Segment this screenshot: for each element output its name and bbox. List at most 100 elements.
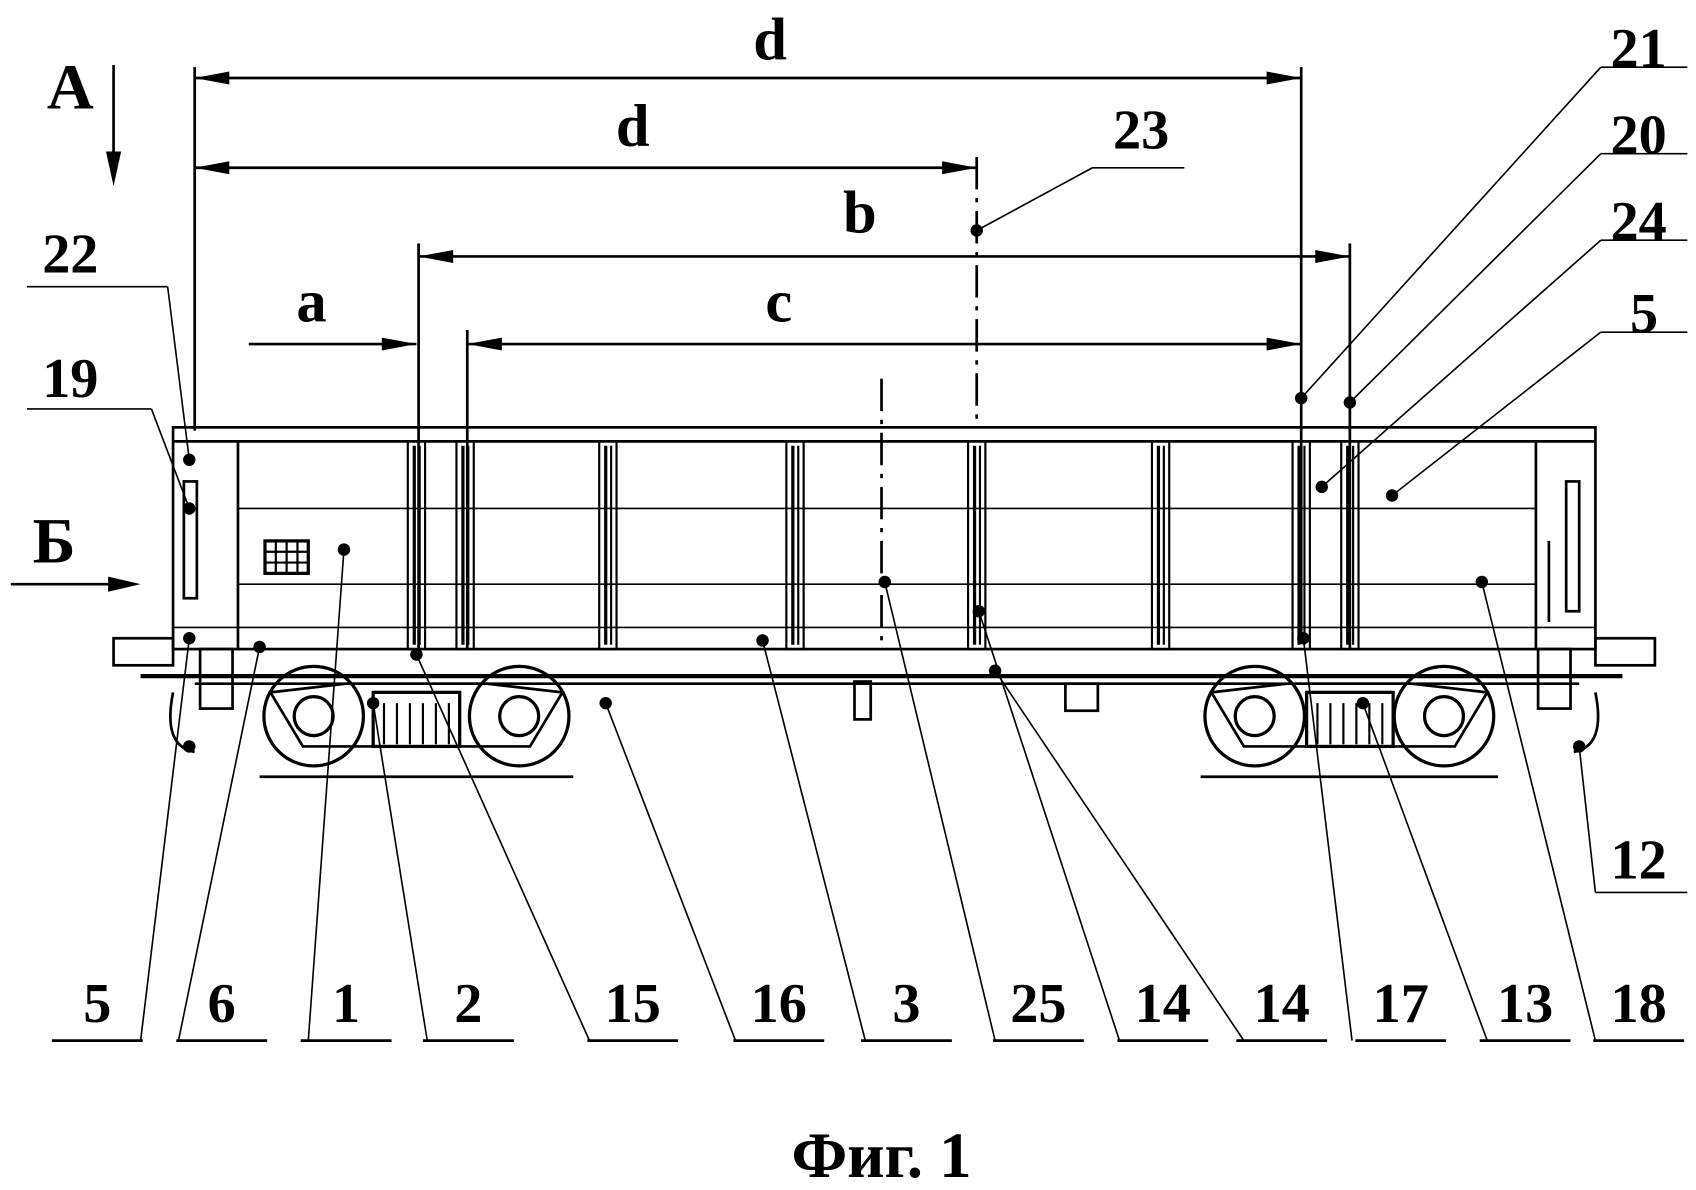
leader-dot bbox=[183, 453, 196, 467]
callout-bottom-18: 18 bbox=[1611, 973, 1667, 1035]
view-marker-b: Б bbox=[33, 506, 76, 578]
arrowhead-icon bbox=[1266, 337, 1302, 351]
leader-line bbox=[1349, 153, 1602, 404]
leader-line bbox=[415, 654, 591, 1041]
leader-dot bbox=[1294, 391, 1308, 405]
leader-dot bbox=[1315, 480, 1328, 494]
leader-line bbox=[1300, 66, 1602, 399]
leader-dot bbox=[988, 664, 1002, 677]
arrowhead-icon bbox=[418, 249, 454, 263]
callout-bottom-25: 25 bbox=[1010, 973, 1066, 1035]
stake bbox=[598, 440, 618, 651]
bolster bbox=[371, 690, 462, 749]
leader-dot bbox=[756, 634, 769, 647]
arrowhead-icon bbox=[194, 161, 230, 175]
leader-line bbox=[1302, 638, 1353, 1041]
stake bbox=[1340, 440, 1360, 651]
leader-line bbox=[1481, 581, 1597, 1041]
callout-22: 22 bbox=[42, 224, 98, 286]
leader-dot bbox=[183, 632, 196, 645]
view-marker-a: А bbox=[47, 51, 94, 123]
callout-21: 21 bbox=[1611, 18, 1667, 80]
leader-line bbox=[994, 670, 1245, 1042]
arrowhead-icon bbox=[1266, 71, 1302, 85]
callout-bottom-14: 14 bbox=[1254, 973, 1310, 1035]
leader-dot bbox=[337, 543, 351, 556]
arrowhead-icon bbox=[1315, 249, 1350, 263]
arrow-down-icon bbox=[106, 151, 122, 187]
leader-dot bbox=[1385, 489, 1399, 502]
leader-line bbox=[1362, 702, 1489, 1041]
leader-line bbox=[307, 549, 345, 1041]
stake bbox=[1150, 440, 1171, 651]
car-body bbox=[112, 425, 1657, 754]
leader-line bbox=[976, 167, 1093, 232]
callout-12: 12 bbox=[1611, 829, 1667, 891]
stake bbox=[406, 440, 427, 651]
dimension-d-outer: d bbox=[753, 7, 787, 74]
axle-box bbox=[498, 695, 541, 738]
callout-19: 19 bbox=[42, 348, 98, 410]
callout-bottom-3: 3 bbox=[892, 973, 920, 1035]
wheel bbox=[1392, 664, 1496, 768]
bolster bbox=[1304, 690, 1395, 749]
leader-dot bbox=[1297, 632, 1310, 645]
callout-20: 20 bbox=[1611, 105, 1667, 167]
axle-box bbox=[1233, 695, 1276, 738]
leader-dot bbox=[366, 696, 380, 710]
wheel bbox=[262, 664, 366, 768]
callout-bottom-6: 6 bbox=[208, 973, 236, 1035]
leader-line bbox=[883, 581, 996, 1041]
leader-dot bbox=[972, 605, 986, 618]
callout-bottom-17: 17 bbox=[1373, 973, 1429, 1035]
dimension-lines bbox=[193, 67, 1352, 650]
view-arrows bbox=[10, 65, 119, 586]
bogie-frame bbox=[268, 682, 565, 748]
arrowhead-icon bbox=[194, 71, 230, 85]
callout-bottom-13: 13 bbox=[1497, 973, 1553, 1035]
leader-lines bbox=[27, 66, 1688, 1042]
stake bbox=[1291, 440, 1311, 651]
leader-line bbox=[604, 702, 737, 1041]
leader-line bbox=[1391, 331, 1602, 497]
vent-grille bbox=[263, 539, 310, 575]
callout-bottom-14: 14 bbox=[1135, 973, 1191, 1035]
callout-bottom-5: 5 bbox=[83, 973, 111, 1035]
callout-24: 24 bbox=[1611, 191, 1667, 253]
bogie bbox=[1200, 664, 1499, 779]
bogie bbox=[259, 664, 574, 779]
leader-dot bbox=[1343, 396, 1357, 409]
callout-bottom-15: 15 bbox=[605, 973, 661, 1035]
leader-dot bbox=[183, 740, 196, 753]
stake bbox=[455, 440, 475, 651]
leader-dot bbox=[1572, 740, 1586, 753]
leader-line bbox=[761, 640, 867, 1041]
leader-dot bbox=[253, 640, 266, 654]
leader-line bbox=[150, 408, 191, 509]
arrowhead-icon bbox=[942, 161, 977, 175]
dimension-d-inner: d bbox=[616, 93, 650, 160]
leader-line bbox=[1321, 239, 1602, 488]
side-stakes bbox=[406, 440, 1360, 651]
callout-5-top: 5 bbox=[1630, 283, 1658, 345]
callout-bottom-2: 2 bbox=[454, 973, 482, 1035]
leader-dot bbox=[878, 575, 891, 589]
stake bbox=[966, 440, 987, 651]
stake bbox=[785, 440, 805, 651]
leader-line bbox=[166, 286, 191, 460]
arrow-right-icon bbox=[108, 576, 141, 592]
leader-line bbox=[139, 638, 191, 1041]
dimension-b: b bbox=[843, 180, 877, 247]
leader-line bbox=[1578, 746, 1597, 893]
dimension-a: a bbox=[296, 268, 326, 335]
axle-box bbox=[292, 695, 335, 738]
leader-dot bbox=[1475, 575, 1489, 589]
leader-dot bbox=[1356, 696, 1370, 710]
callouts: 21 20 24 5 22 19 23 12 bbox=[42, 18, 1667, 891]
arrowhead-icon bbox=[381, 337, 417, 351]
arrowhead-icon bbox=[467, 337, 502, 351]
leader-dot bbox=[599, 696, 612, 710]
